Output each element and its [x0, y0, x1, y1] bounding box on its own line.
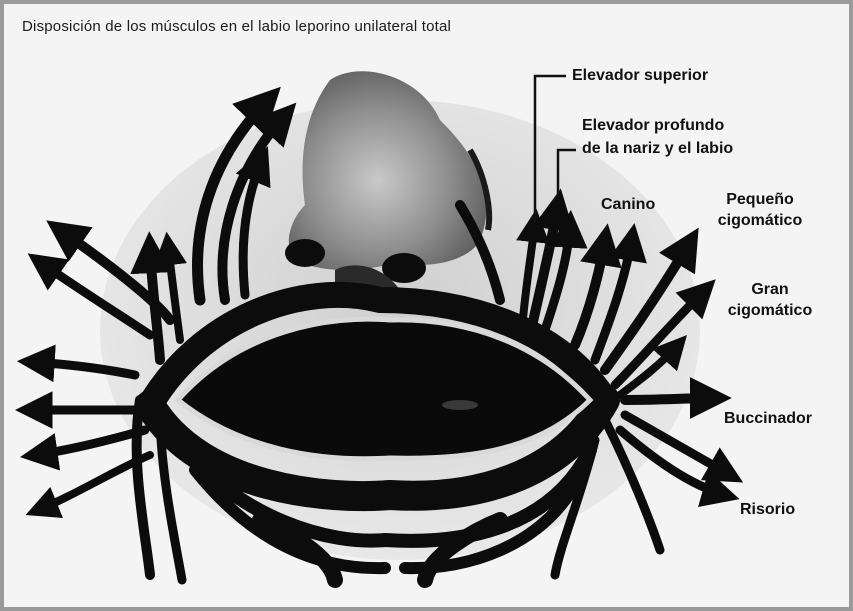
label-pequeno-cigomatico-line1: Pequeño: [710, 190, 810, 210]
label-gran-cigomatico-line2: cigomático: [720, 301, 820, 321]
label-gran-cigomatico-line1: Gran: [720, 280, 820, 300]
label-pequeno-cigomatico-line2: cigomático: [710, 211, 810, 231]
mouth-highlight: [442, 400, 478, 410]
label-elevador-profundo-line1: Elevador profundo: [582, 116, 724, 136]
label-buccinador: Buccinador: [724, 409, 812, 429]
label-elevador-profundo-line2: de la nariz y el labio: [582, 139, 733, 159]
nostril-left: [285, 239, 325, 267]
nose: [289, 71, 487, 270]
label-elevador-superior: Elevador superior: [572, 66, 708, 86]
label-canino: Canino: [601, 195, 655, 215]
label-risorio: Risorio: [740, 500, 795, 520]
